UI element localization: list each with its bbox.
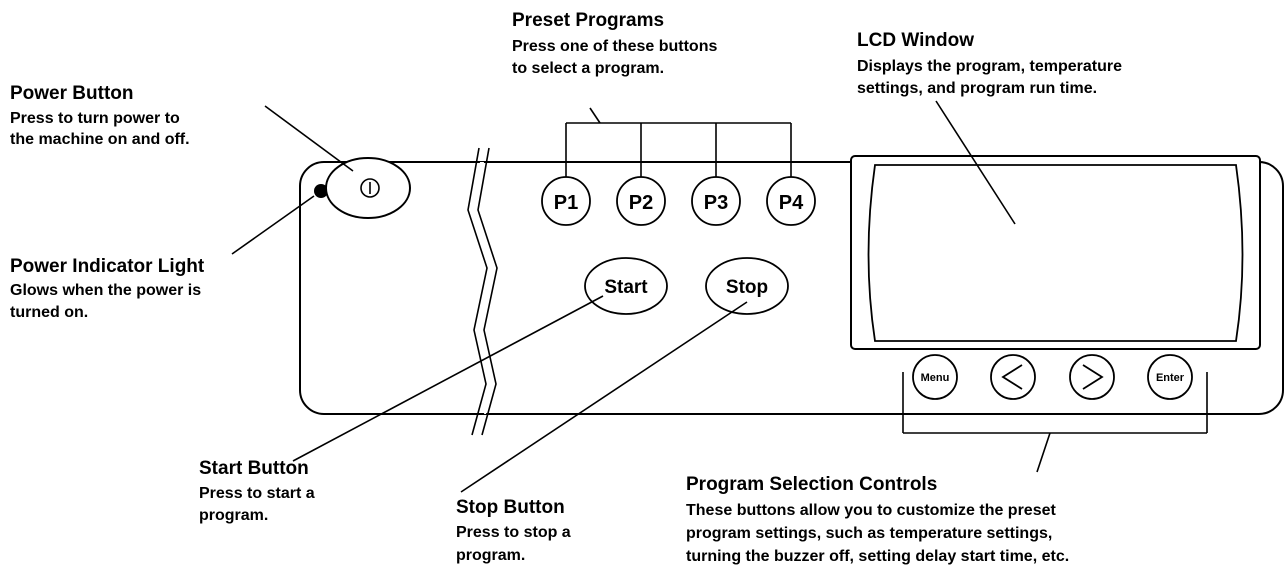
svg-text:Glows when the power is: Glows when the power is: [10, 282, 201, 299]
svg-text:Press one of these buttons: Press one of these buttons: [512, 38, 717, 55]
svg-text:Enter: Enter: [1156, 372, 1185, 384]
preset-button-p3[interactable]: P3: [691, 176, 741, 226]
svg-text:Menu: Menu: [921, 372, 950, 384]
svg-text:turning the buzzer off, settin: turning the buzzer off, setting delay st…: [686, 548, 1069, 565]
preset-button-p1[interactable]: P1: [541, 176, 591, 226]
start-button[interactable]: Start: [584, 257, 668, 315]
svg-text:Press to turn power to: Press to turn power to: [10, 110, 180, 127]
lcd-leader: [935, 100, 1016, 225]
svg-text:Press to stop a: Press to stop a: [456, 524, 571, 541]
svg-text:settings, and program run time: settings, and program run time.: [857, 80, 1097, 97]
svg-text:to select a program.: to select a program.: [512, 60, 664, 77]
preset-bracket: [565, 107, 792, 180]
callout-preset-programs: Preset Programs Press one of these butto…: [512, 10, 717, 77]
power-button-leader: [264, 105, 354, 172]
selection-bracket: [902, 372, 1208, 473]
svg-text:program.: program.: [199, 507, 268, 524]
stop-button[interactable]: Stop: [705, 257, 789, 315]
right-arrow-button[interactable]: [1069, 354, 1115, 400]
callout-power-button: Power Button Press to turn power to the …: [10, 83, 190, 148]
svg-text:P2: P2: [629, 192, 653, 214]
svg-text:turned on.: turned on.: [10, 304, 88, 321]
svg-text:Start Button: Start Button: [199, 458, 309, 479]
svg-text:P1: P1: [554, 192, 578, 214]
svg-text:These buttons allow you to cus: These buttons allow you to customize the…: [686, 502, 1057, 519]
panel-break-mark-right: [477, 147, 498, 436]
svg-text:Program Selection Controls: Program Selection Controls: [686, 474, 937, 495]
svg-text:Press to start a: Press to start a: [199, 485, 315, 502]
callout-stop-button: Stop Button Press to stop a program.: [456, 497, 571, 564]
chevron-left-icon: [1001, 364, 1023, 390]
power-icon: [360, 178, 380, 198]
svg-text:Power Button: Power Button: [10, 83, 134, 104]
menu-button[interactable]: Menu: [912, 354, 958, 400]
svg-text:Power Indicator Light: Power Indicator Light: [10, 256, 205, 277]
svg-text:P3: P3: [704, 192, 728, 214]
svg-text:Start: Start: [604, 277, 648, 298]
enter-button[interactable]: Enter: [1147, 354, 1193, 400]
svg-text:program.: program.: [456, 547, 525, 564]
power-button[interactable]: [325, 157, 411, 219]
stop-leader: [460, 301, 748, 493]
svg-text:Stop Button: Stop Button: [456, 497, 565, 518]
panel-break-mask: [472, 162, 493, 414]
callout-lcd-window: LCD Window Displays the program, tempera…: [857, 30, 1122, 97]
callout-program-selection: Program Selection Controls These buttons…: [686, 474, 1069, 565]
power-indicator-light: [314, 184, 328, 198]
left-arrow-button[interactable]: [990, 354, 1036, 400]
indicator-leader: [231, 195, 315, 255]
svg-text:LCD Window: LCD Window: [857, 30, 974, 51]
callout-start-button: Start Button Press to start a program.: [199, 458, 315, 524]
preset-button-p2[interactable]: P2: [616, 176, 666, 226]
preset-button-p4[interactable]: P4: [766, 176, 816, 226]
chevron-right-icon: [1082, 364, 1104, 390]
lcd-window: [850, 155, 1261, 350]
svg-text:the machine on and off.: the machine on and off.: [10, 131, 190, 148]
start-leader: [292, 295, 604, 462]
svg-text:Displays the program, temperat: Displays the program, temperature: [857, 58, 1122, 75]
callout-power-indicator: Power Indicator Light Glows when the pow…: [10, 256, 205, 321]
svg-text:program settings, such as temp: program settings, such as temperature se…: [686, 525, 1052, 542]
panel-break-mark-left: [467, 147, 488, 436]
svg-text:P4: P4: [779, 192, 804, 214]
svg-text:Preset Programs: Preset Programs: [512, 10, 664, 31]
svg-text:Stop: Stop: [726, 277, 768, 298]
